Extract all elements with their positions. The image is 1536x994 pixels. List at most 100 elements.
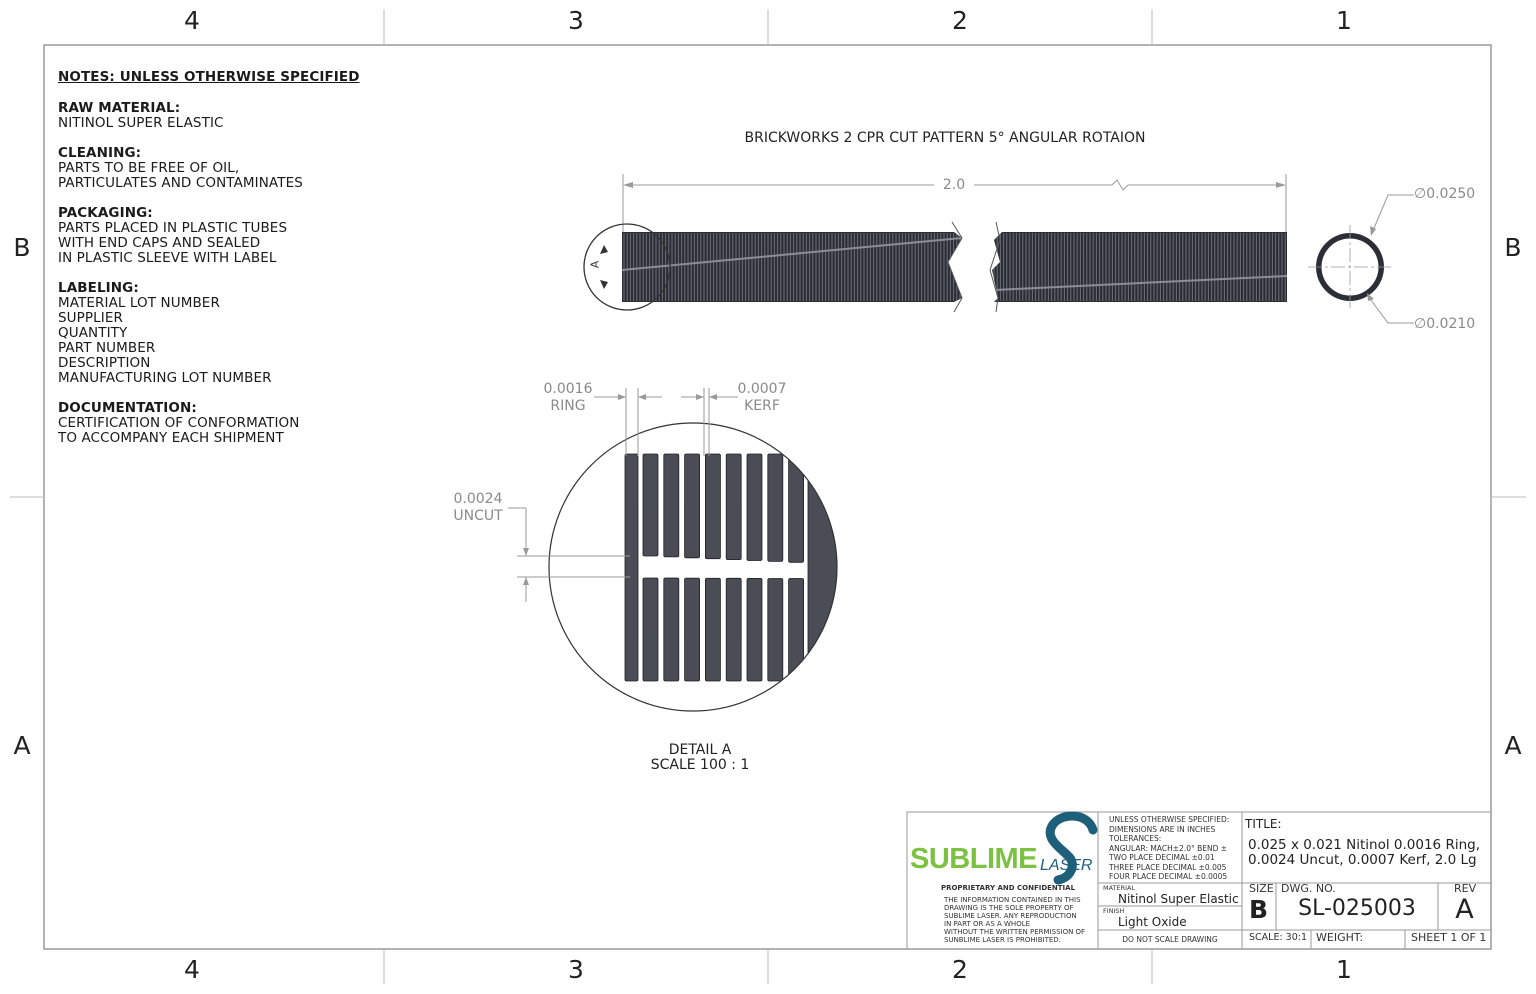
ring-segment [705,453,721,560]
ring-segment [684,453,700,559]
ring-segment [788,578,804,682]
proprietary-line: IN PART OR AS A WHOLE [944,920,1031,928]
ring-segment [624,453,639,682]
outer-diameter-dim: ∅0.0250 [1414,186,1476,202]
section-title: DOCUMENTATION: [58,400,197,416]
tolerance-line: FOUR PLACE DECIMAL ±0.0005 [1109,872,1228,881]
zone-row-right-a: A [1504,731,1522,760]
size-value: B [1249,895,1269,924]
kerf-dim-label: KERF [744,398,780,414]
section-line: IN PLASTIC SLEEVE WITH LABEL [58,250,277,266]
proprietary-heading: PROPRIETARY AND CONFIDENTIAL [940,884,1076,892]
part-title-line: 0.0024 Uncut, 0.0007 Kerf, 2.0 Lg [1248,852,1477,868]
ring-segment [684,577,700,682]
section-line: PARTS PLACED IN PLASTIC TUBES [58,220,288,236]
title-block-grid [906,811,1492,950]
part-title-line: 0.025 x 0.021 Nitinol 0.0016 Ring, [1248,837,1480,853]
ring-segment [642,577,659,682]
sheet-number: SHEET 1 OF 1 [1411,931,1487,944]
tube-left-segment [622,232,962,302]
proprietary-line: SUBLIME LASER. ANY REPRODUCTION [944,912,1077,920]
proprietary-text: THE INFORMATION CONTAINED IN THIS DRAWIN… [944,896,1094,944]
ring-segment [788,453,804,563]
notes-section-raw-material: RAW MATERIAL: NITINOL SUPER ELASTIC [58,101,388,131]
ring-segment [746,578,763,682]
material-label: MATERIAL [1103,884,1136,892]
section-line: MANUFACTURING LOT NUMBER [58,370,272,386]
detail-caption: DETAIL A SCALE 100 : 1 [620,743,780,773]
kerf-dim-value: 0.0007 [737,381,787,397]
ring-dim-label: RING [550,398,586,414]
notes-heading: NOTES: UNLESS OTHERWISE SPECIFIED [58,69,360,85]
zone-row-left-b: B [13,233,31,262]
notes-block: NOTES: UNLESS OTHERWISE SPECIFIED RAW MA… [58,70,388,461]
section-line: MATERIAL LOT NUMBER [58,295,220,311]
ring-segment [663,577,680,682]
material-value: Nitinol Super Elastic [1118,892,1239,906]
section-line: PART NUMBER [58,340,156,356]
tolerance-line: THREE PLACE DECIMAL ±0.005 [1109,862,1227,872]
dwg-number: SL-025003 [1298,896,1416,921]
tolerance-line: TWO PLACE DECIMAL ±0.01 [1109,853,1215,862]
notes-section-packaging: PACKAGING: PARTS PLACED IN PLASTIC TUBES… [58,206,388,266]
zone-col-top-4: 4 [184,6,200,35]
weight-label: WEIGHT: [1316,931,1364,944]
section-line: PARTS TO BE FREE OF OIL, [58,160,240,176]
ring-segment [663,453,680,558]
zone-col-top-2: 2 [952,6,968,35]
detail-a-view [508,388,838,712]
tolerance-block: UNLESS OTHERWISE SPECIFIED: DIMENSIONS A… [1109,815,1239,882]
uncut-dim-value: 0.0024 [453,491,503,507]
notes-section-documentation: DOCUMENTATION: CERTIFICATION OF CONFORMA… [58,401,388,446]
dwg-label: DWG. NO. [1281,882,1336,895]
no-scale-note: DO NOT SCALE DRAWING [1122,935,1218,944]
section-title: PACKAGING: [58,205,153,221]
title-label: TITLE: [1245,817,1282,831]
section-line: QUANTITY [58,325,128,341]
section-line: NITINOL SUPER ELASTIC [58,115,224,131]
tolerance-line: TOLERANCES: [1109,834,1162,843]
zone-col-bottom-1: 1 [1336,955,1352,984]
section-title: LABELING: [58,280,139,296]
size-label: SIZE [1249,882,1274,895]
ring-dim-value: 0.0016 [543,381,593,397]
section-line: DESCRIPTION [58,355,151,371]
tolerance-line: ANGULAR: MACH±2.0° BEND ± [1109,843,1228,853]
ring-segment [725,577,742,682]
section-line: PARTICULATES AND CONTAMINATES [58,175,303,191]
section-line: WITH END CAPS AND SEALED [58,235,261,251]
section-line: SUPPLIER [58,310,123,326]
zone-row-left-a: A [13,731,31,760]
uncut-dim-label: UNCUT [453,508,503,524]
section-line: TO ACCOMPANY EACH SHIPMENT [58,430,284,446]
break-lines [947,221,1001,313]
zone-col-top-3: 3 [568,6,584,35]
uncut-dimension: 0.0024 UNCUT [446,491,510,525]
finish-label: FINISH [1103,907,1125,915]
tube-end-view [1308,194,1414,324]
zone-col-bottom-3: 3 [568,955,584,984]
logo-swoosh-icon [1045,811,1098,885]
ring-segment [642,453,659,557]
tolerance-line: DIMENSIONS ARE IN INCHES [1109,824,1216,834]
detail-caption-scale: SCALE 100 : 1 [650,757,750,773]
finish-value: Light Oxide [1118,915,1187,929]
drawing-title: BRICKWORKS 2 CPR CUT PATTERN 5° ANGULAR … [744,130,1146,146]
ring-dimension: 0.0016 RING [536,381,600,415]
tube-right-segment [992,232,1287,302]
scale-value: SCALE: 30:1 [1249,932,1308,943]
kerf-dimension: 0.0007 KERF [730,381,794,415]
zone-col-bottom-4: 4 [184,955,200,984]
proprietary-line: DRAWING IS THE SOLE PROPERTY OF [944,904,1074,912]
detail-marker [583,223,671,311]
length-dimension-text: 2.0 [934,177,974,194]
detail-caption-title: DETAIL A [668,742,732,758]
inner-diameter-dim: ∅0.0210 [1414,316,1476,332]
section-title: RAW MATERIAL: [58,100,181,116]
notes-section-labeling: LABELING: MATERIAL LOT NUMBER SUPPLIER Q… [58,281,388,386]
notes-section-cleaning: CLEANING: PARTS TO BE FREE OF OIL, PARTI… [58,146,388,191]
ring-segment [746,453,763,561]
section-line: CERTIFICATION OF CONFORMATION [58,415,300,431]
